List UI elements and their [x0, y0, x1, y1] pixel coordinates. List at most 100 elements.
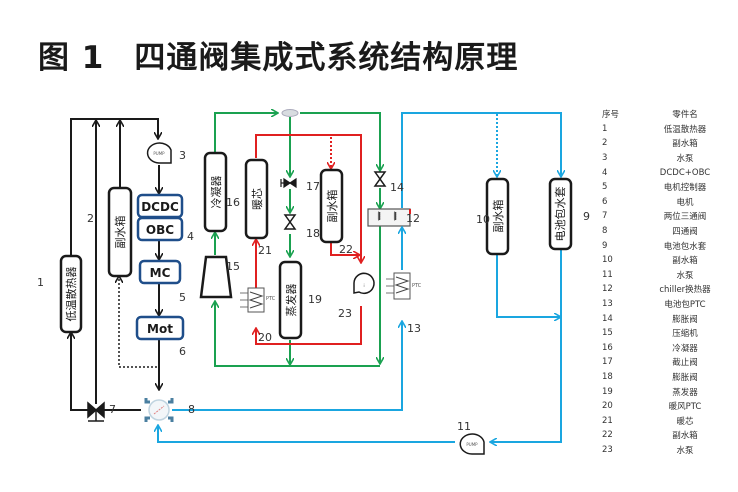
callout-20: 20 [258, 331, 272, 344]
legend-row: 4 DCDC+OBC [596, 165, 736, 180]
callout-4: 4 [187, 230, 194, 243]
callout-2: 2 [87, 212, 94, 225]
callout-17: 17 [306, 180, 320, 193]
pump-23[interactable]: i [353, 272, 375, 295]
legend-row-no: 9 [602, 240, 608, 251]
four-way-valve-8[interactable] [144, 398, 174, 422]
heater-ptc-20[interactable]: PTC [240, 287, 276, 313]
legend-row-no: 4 [602, 167, 608, 178]
legend-row-name: 副水箱 [672, 139, 698, 150]
evaporator-19[interactable]: 蒸发器 [278, 260, 303, 340]
battery-ptc-13-label: PTC [412, 283, 422, 289]
legend-row-name: 电机控制器 [663, 183, 707, 194]
legend-row-no: 22 [602, 430, 613, 441]
legend-row-name: 低温散热器 [663, 124, 707, 135]
legend-row: 22 副水箱 [596, 428, 736, 443]
legend-row-name: chiller换热器 [659, 285, 711, 296]
expansion-valve-14[interactable] [373, 171, 387, 187]
legend-row-name: 水泵 [676, 270, 694, 281]
pump-3[interactable]: PUMP [146, 142, 172, 164]
pipe-battery-down [491, 250, 562, 442]
low-temp-radiator-label: 低温散热器 [64, 267, 78, 322]
legend-row-no: 23 [602, 444, 613, 455]
legend-row-no: 8 [602, 226, 608, 237]
expansion-tank-2[interactable]: 副水箱 [107, 186, 133, 278]
legend-row-name: DCDC+OBC [659, 167, 711, 178]
dcdc-obc-module[interactable]: DCDC OBC [136, 193, 184, 242]
pipe-heater-top [255, 134, 361, 262]
legend-row-no: 12 [602, 284, 613, 295]
legend-row-no: 7 [602, 211, 608, 222]
heating-loop [255, 134, 362, 345]
callout-14: 14 [390, 181, 404, 194]
callout-18: 18 [306, 227, 320, 240]
battery-loop [158, 112, 562, 442]
callout-5: 5 [179, 291, 186, 304]
legend-row-name: 膨胀阀 [672, 314, 698, 325]
shutoff-valve-17[interactable] [280, 177, 297, 189]
compressor-15[interactable] [199, 255, 233, 299]
callout-6: 6 [179, 345, 186, 358]
expansion-tank-heating-label: 副水箱 [325, 190, 339, 223]
legend-row-name: 冷凝器 [672, 343, 698, 354]
pipe-dotted-return [119, 277, 157, 368]
callout-1: 1 [37, 276, 44, 289]
battery-ptc-13[interactable]: PTC [386, 272, 422, 300]
callout-10: 10 [476, 213, 490, 226]
mc-label: MC [150, 266, 171, 280]
pipe-tank-to-22 [330, 243, 359, 255]
callout-3: 3 [179, 149, 186, 162]
battery-water-jacket-9[interactable]: 电池包水套 [548, 177, 573, 251]
expansion-tank-heating[interactable]: 副水箱 [319, 168, 344, 244]
legend-row-name: 蒸发器 [672, 387, 698, 398]
legend-row-no: 1 [602, 123, 608, 134]
legend-row-name: 电机 [676, 197, 694, 208]
expansion-valve-18[interactable] [283, 214, 297, 230]
legend-row-name: 副水箱 [672, 431, 698, 442]
expansion-tank-10[interactable]: 副水箱 [485, 177, 510, 256]
refrigerant-loop [214, 113, 380, 367]
pipe-condenser-top [214, 113, 277, 152]
callout-12: 12 [406, 212, 420, 225]
heater-core-label: 暖芯 [250, 188, 264, 210]
legend-row-no: 3 [602, 153, 608, 164]
pipe-valve7-to-radiator [71, 333, 88, 411]
low-temp-radiator[interactable]: 低温散热器 [59, 254, 83, 334]
pipe-radiator-top [70, 118, 158, 255]
expansion-tank-10-label: 副水箱 [491, 200, 505, 233]
pump-23-label: i [363, 283, 364, 288]
pipe-pump-to-20 [256, 306, 362, 345]
pump-3-label: PUMP [153, 151, 165, 156]
battery-jacket-label: 电池包水套 [554, 187, 567, 242]
motor-controller[interactable]: MC [138, 259, 182, 285]
motor[interactable]: Mot [135, 315, 185, 341]
legend-row: 11 水泵 [596, 268, 736, 283]
legend-row-no: 20 [602, 401, 613, 412]
callout-22: 22 [339, 243, 353, 256]
legend-row-no: 16 [602, 342, 613, 353]
condenser-label: 冷凝器 [209, 176, 223, 209]
legend-row-no: 10 [602, 255, 613, 266]
motor-coolant-loop [70, 118, 159, 411]
refrigerant-junction [281, 109, 299, 117]
heater-core-21[interactable]: 暖芯 [244, 158, 269, 240]
three-way-valve-7[interactable] [87, 401, 105, 422]
callout-16: 16 [226, 196, 240, 209]
legend-row: 16 冷凝器 [596, 341, 736, 356]
pump-11-label: PUMP [466, 442, 478, 447]
pump-11[interactable]: PUMP [459, 433, 485, 455]
chiller-12[interactable] [367, 208, 411, 227]
condenser-16[interactable]: 冷凝器 [203, 151, 228, 233]
figure-caption: 四通阀集成式系统结构原理 [134, 40, 519, 76]
legend-row-no: 11 [602, 269, 613, 280]
